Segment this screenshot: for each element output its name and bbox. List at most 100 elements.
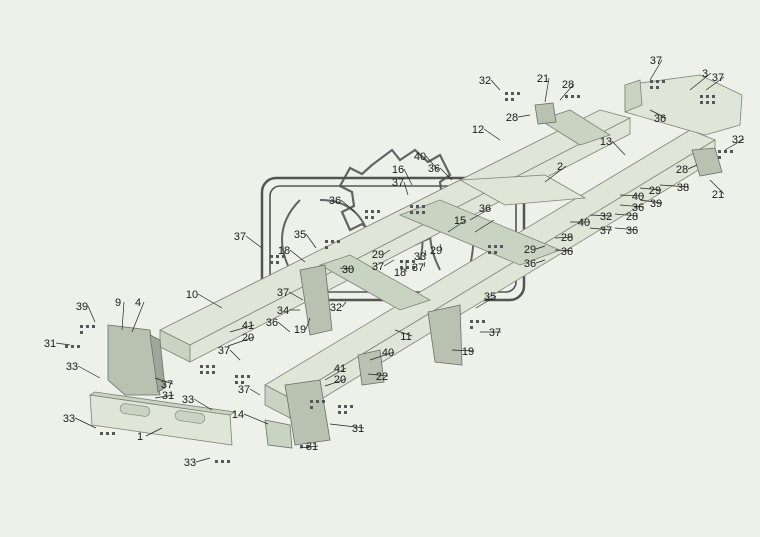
bolt-icon <box>706 101 709 104</box>
bolt-icon <box>306 445 309 448</box>
callout-leader-40 <box>425 155 439 171</box>
bolt-icon <box>325 240 328 243</box>
bolt-icon <box>365 216 368 219</box>
callout-leader-37 <box>589 227 613 231</box>
callout-label-15: 15 <box>454 215 466 227</box>
bolt-icon <box>200 365 203 368</box>
bolt-icon <box>365 210 368 213</box>
front-bumper-beam <box>88 391 237 446</box>
callout-leader-7 <box>474 219 495 233</box>
bolt-icon <box>241 381 244 384</box>
bolt-icon <box>282 255 285 258</box>
callout-label-33: 33 <box>63 413 75 425</box>
callout-leader-30 <box>339 267 355 270</box>
callout-leader-14 <box>243 413 269 425</box>
callout-label-37: 37 <box>238 384 250 396</box>
callout-leader-9 <box>121 301 125 331</box>
callout-leader-20 <box>227 336 255 347</box>
bolt-icon <box>331 240 334 243</box>
callout-label-35: 35 <box>484 291 496 303</box>
callout-leader-32 <box>490 79 501 91</box>
bolt-icon <box>270 261 273 264</box>
bolt-icon <box>505 92 508 95</box>
bolt-icon <box>718 150 721 153</box>
bolt-icon <box>706 95 709 98</box>
callout-leader-31 <box>55 342 71 346</box>
callout-leader-31 <box>154 394 175 399</box>
bolt-icon <box>310 406 313 409</box>
callout-leader-15 <box>447 219 467 233</box>
callout-leader-28 <box>517 114 531 118</box>
bolt-icon <box>656 86 659 89</box>
callout-label-37: 37 <box>218 345 230 357</box>
callout-leader-36 <box>439 167 453 181</box>
callout-label-31: 31 <box>44 338 56 350</box>
callout-leaders <box>55 59 745 463</box>
callout-leader-37 <box>383 259 395 267</box>
callout-label-37: 37 <box>489 327 501 339</box>
callout-leader-22 <box>367 373 389 377</box>
callout-label-22: 22 <box>376 371 388 383</box>
callout-label-32: 32 <box>479 75 491 87</box>
callout-label-41: 41 <box>242 320 254 332</box>
callout-leader-16 <box>403 168 413 186</box>
callout-label-31: 31 <box>306 441 318 453</box>
bolt-icon <box>310 400 313 403</box>
bolt-icon <box>650 80 653 83</box>
callout-leader-36 <box>554 249 574 252</box>
callout-label-31: 31 <box>352 423 364 435</box>
callout-label-30: 30 <box>342 264 354 276</box>
callout-label-32: 32 <box>330 302 342 314</box>
callout-leader-37 <box>423 261 426 268</box>
callout-label-40: 40 <box>382 347 394 359</box>
callout-label-37: 37 <box>600 225 612 237</box>
front-right-bracket <box>264 379 331 449</box>
bolt-icon <box>235 381 238 384</box>
callout-label-37: 37 <box>392 177 404 189</box>
callout-label-29: 29 <box>524 244 536 256</box>
bolt-icon <box>700 95 703 98</box>
bolt-icon <box>206 371 209 374</box>
callout-label-21: 21 <box>537 73 549 85</box>
bolt-icon <box>344 411 347 414</box>
callout-leader-31 <box>299 445 319 449</box>
callout-label-33: 33 <box>66 361 78 373</box>
callout-label-28: 28 <box>561 232 573 244</box>
callout-leader-1 <box>145 427 163 437</box>
bolt-icon <box>86 325 89 328</box>
callout-label-31: 31 <box>162 390 174 402</box>
callout-leader-18 <box>289 249 306 263</box>
callout-leader-40 <box>619 194 645 197</box>
callout-leader-37 <box>649 59 663 81</box>
bolt-icon <box>338 405 341 408</box>
bolt-icon <box>422 205 425 208</box>
bolt-icon <box>300 445 303 448</box>
callout-leader-36 <box>614 227 639 231</box>
callout-label-39: 39 <box>76 301 88 313</box>
callout-label-36: 36 <box>654 113 666 125</box>
callout-label-33: 33 <box>414 251 426 263</box>
callout-leader-28 <box>559 83 575 101</box>
callout-label-12: 12 <box>472 124 484 136</box>
callout-leader-37 <box>403 181 409 196</box>
bolt-icon <box>406 260 409 263</box>
bolt-icon <box>221 460 224 463</box>
callout-label-19: 19 <box>462 346 474 358</box>
callout-leader-37 <box>249 388 261 396</box>
callout-label-40: 40 <box>578 217 590 229</box>
callout-leader-32 <box>724 138 745 151</box>
bolt-icon <box>650 86 653 89</box>
bolt-icon <box>412 266 415 269</box>
rear-cross-member <box>624 74 743 136</box>
bolt-icon <box>400 266 403 269</box>
bolt-icon <box>377 210 380 213</box>
callout-leader-37 <box>245 235 263 249</box>
callout-leader-33 <box>77 365 101 379</box>
cross-members <box>319 109 611 311</box>
callout-label-19: 19 <box>294 324 306 336</box>
bolt-icon <box>718 156 721 159</box>
callout-label-32: 32 <box>732 134 744 146</box>
bolt-icon <box>400 260 403 263</box>
